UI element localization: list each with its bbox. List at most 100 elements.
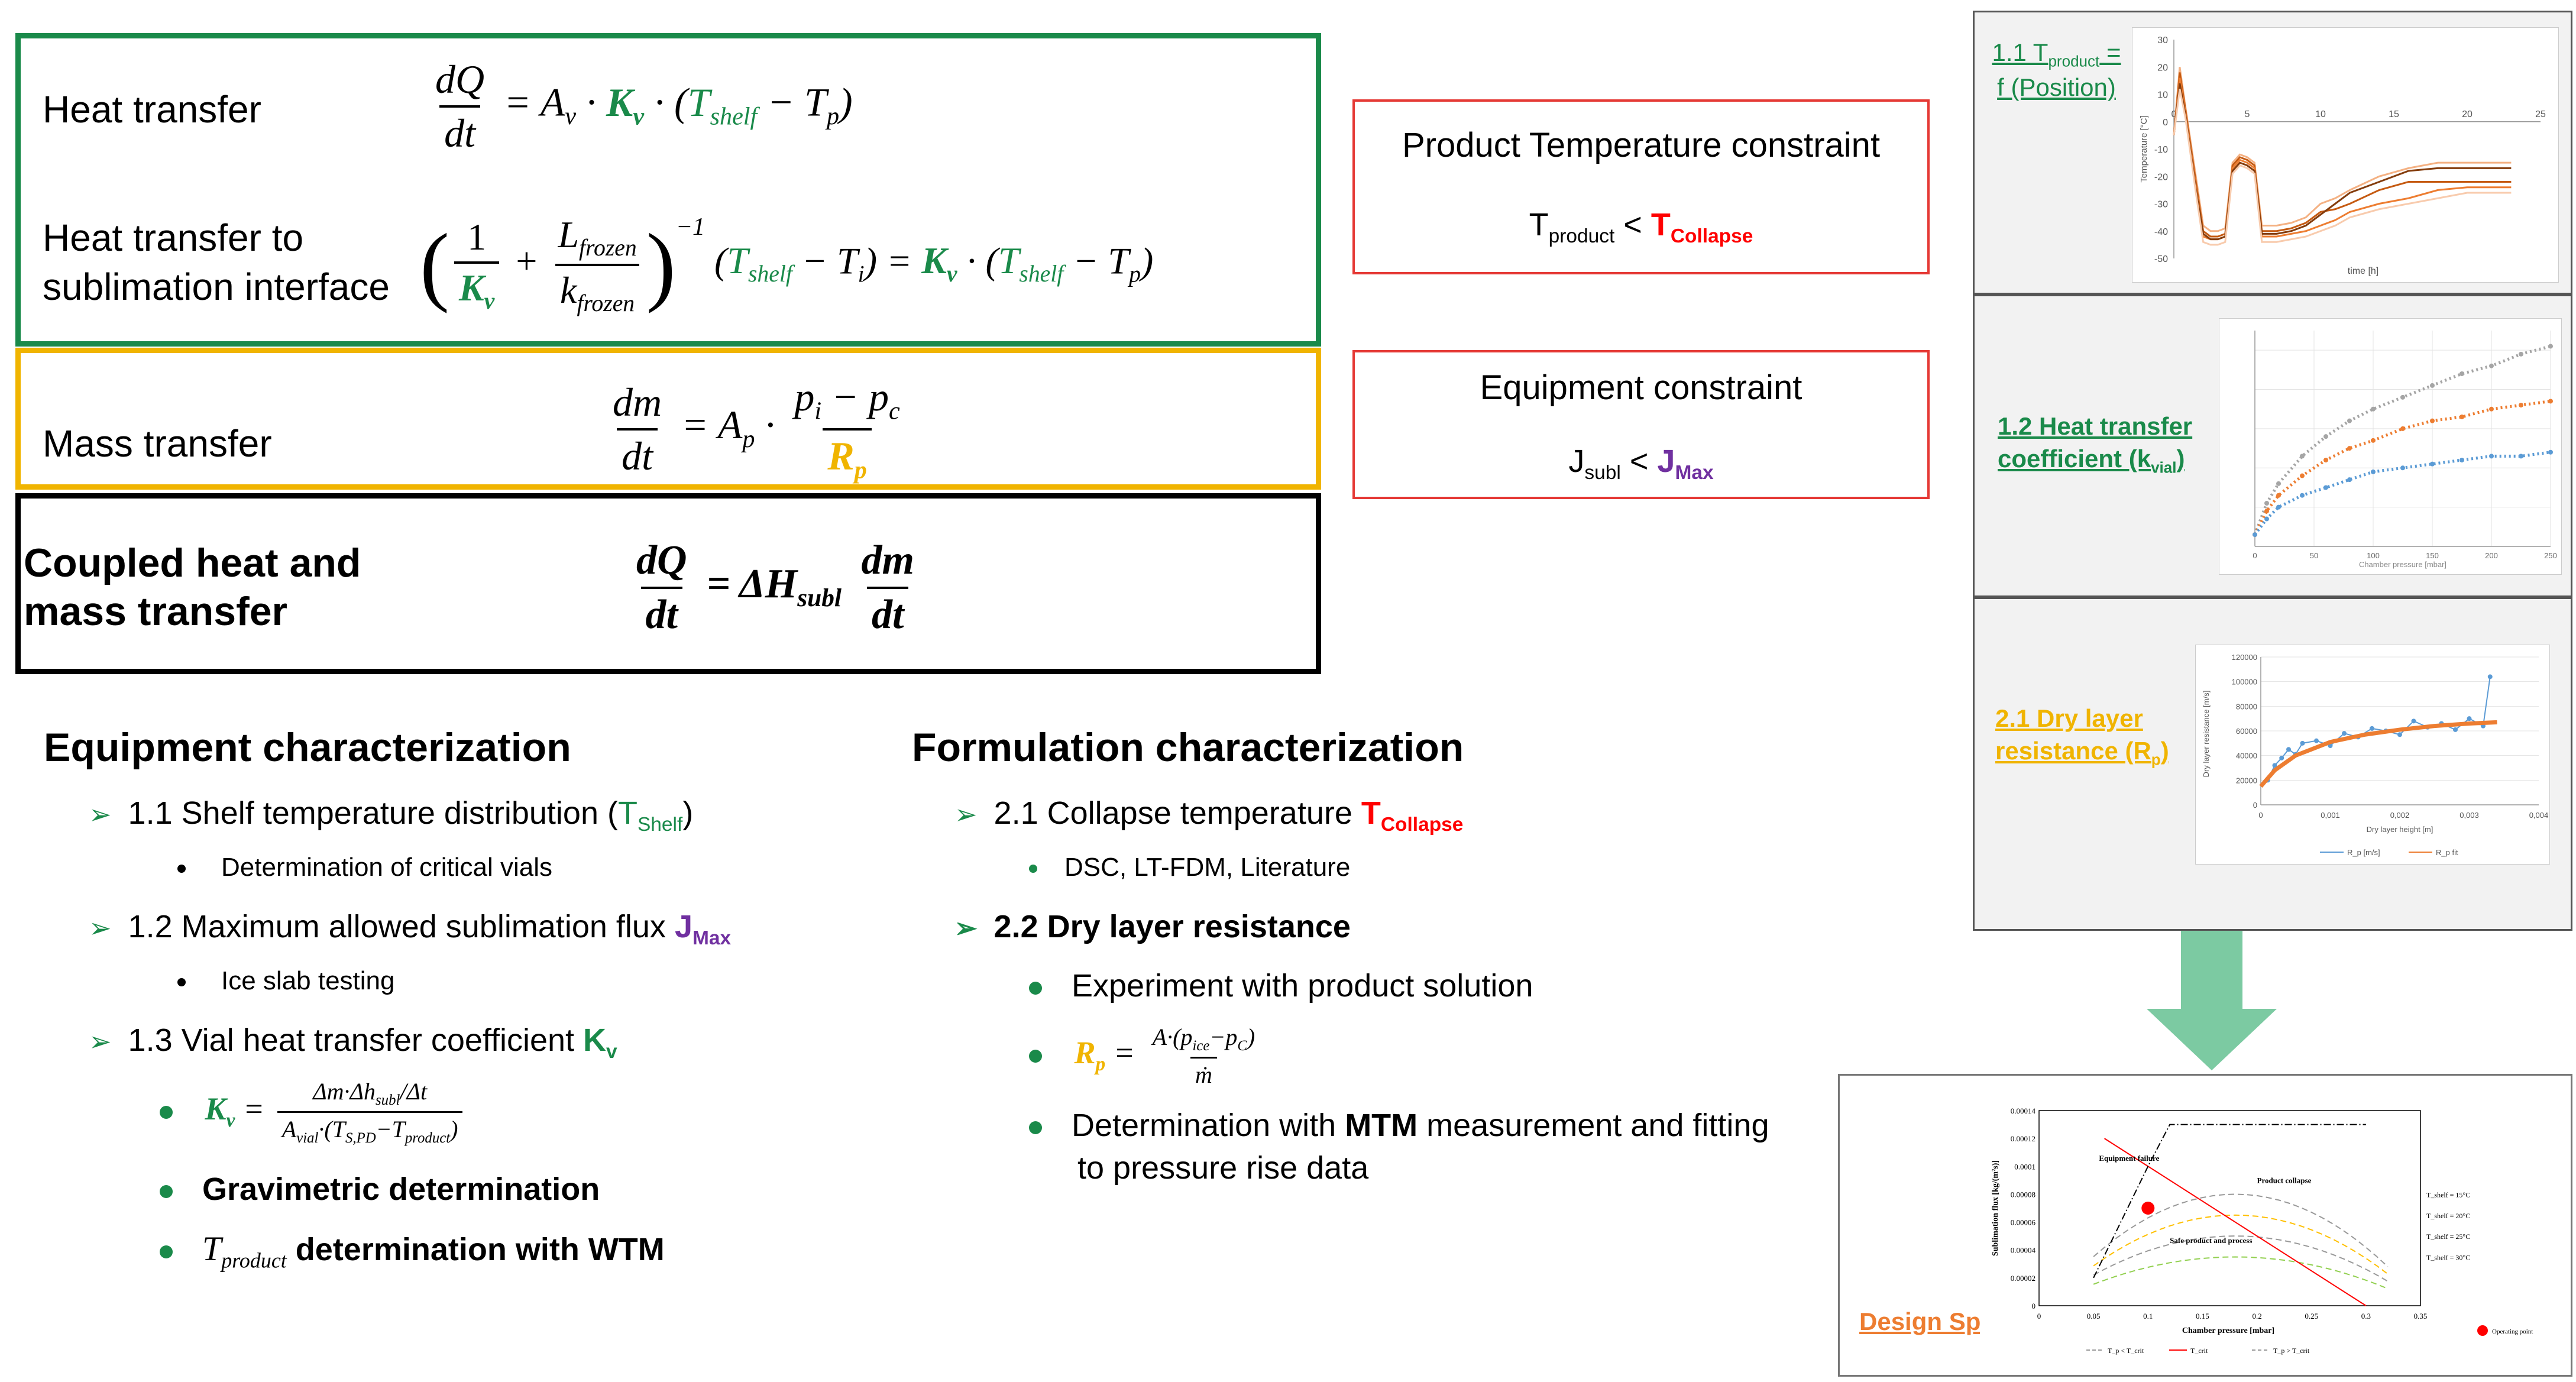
x-tick-label: 0: [2258, 811, 2263, 820]
heat-transfer-point: [2323, 458, 2328, 462]
x-tick-label: 10: [2315, 109, 2326, 119]
heat-transfer-point: [2400, 426, 2405, 431]
formulation-item-2: ➢2.2 Dry layer resistance: [954, 909, 1351, 944]
x-tick-label: 50: [2310, 551, 2318, 560]
heat-transfer-point: [2430, 461, 2435, 467]
formulation-heading: Formulation characterization: [912, 725, 1464, 770]
down-arrow-icon: [2147, 931, 2277, 1070]
heat-transfer-point: [2548, 449, 2553, 455]
y-tick-label: 10: [2157, 90, 2168, 101]
temperature-series-line: [2173, 72, 2512, 238]
y-tick-label: -10: [2154, 145, 2168, 155]
heat-transfer-point: [2276, 504, 2281, 510]
y-tick-label: 100000: [2232, 678, 2257, 687]
mass-transfer-label: Mass transfer: [43, 422, 272, 465]
y-axis-label: Sublimation flux [kg/(m²s)]: [1991, 1160, 2000, 1256]
operating-point-legend-label: Operating point: [2492, 1328, 2533, 1335]
heat-transfer-point: [2430, 383, 2435, 388]
dot-bullet-icon: [1029, 981, 1042, 995]
x-tick-label: 25: [2535, 109, 2546, 119]
y-tick-label: -20: [2154, 172, 2168, 182]
y-tick-label: 0: [2163, 118, 2168, 128]
x-tick-label: 250: [2544, 551, 2557, 560]
heat-transfer-box: [15, 33, 1321, 347]
y-tick-label: 40000: [2236, 752, 2257, 760]
legend-label: T_crit: [2190, 1347, 2208, 1355]
coupled-box: [15, 493, 1321, 674]
x-tick-label: 20: [2462, 109, 2473, 119]
heat-transfer-point: [2323, 485, 2328, 490]
rp-point: [2279, 755, 2284, 760]
shelf-temperature-label: T_shelf = 25°C: [2426, 1232, 2470, 1241]
legend-label: T_p > T_crit: [2273, 1347, 2310, 1355]
rp-point: [2487, 674, 2493, 679]
heat-transfer-point: [2519, 403, 2523, 408]
equipment-item-2: ➢1.2 Maximum allowed sublimation flux JM…: [89, 909, 732, 949]
rp-point: [2370, 726, 2374, 731]
x-tick-label: 0,001: [2321, 811, 2340, 820]
dot-bullet-icon: [160, 1184, 173, 1198]
shelf-temperature-label: T_shelf = 30°C: [2426, 1254, 2470, 1262]
rp-point: [2314, 738, 2319, 743]
mass-transfer-box: [15, 348, 1321, 490]
heat-interface-label-1: Heat transfer to: [43, 216, 304, 259]
y-tick-label: 0.00004: [2011, 1246, 2036, 1255]
design-space-chart: 0.000140.000120.00010.000080.000060.0000…: [1980, 1099, 2565, 1359]
heat-transfer-point: [2548, 399, 2553, 404]
arrow-bullet-icon: ➢: [954, 799, 978, 830]
heat-transfer-series-line: [2253, 345, 2551, 535]
shelf-temperature-curve: [2093, 1256, 2389, 1290]
heat-transfer-point: [2460, 415, 2464, 419]
y-tick-label: 0: [2253, 801, 2257, 810]
rp-point: [2467, 716, 2472, 721]
heat-transfer-point: [2347, 477, 2352, 483]
heat-transfer-point: [2323, 434, 2328, 439]
x-tick-label: 0.05: [2087, 1312, 2101, 1320]
shelf-temperature-label: T_shelf = 20°C: [2426, 1212, 2470, 1220]
heat-transfer-point: [2300, 454, 2305, 459]
coupled-label-1: Coupled heat and: [24, 540, 361, 585]
legend-rp-label: R_p [m/s]: [2347, 848, 2380, 857]
equipment-item-3: ➢1.3 Vial heat transfer coefficient Kv: [89, 1022, 617, 1063]
equipment-bullet-wtm: Tproduct determination with WTM: [160, 1229, 665, 1273]
heat-transfer-point: [2371, 438, 2376, 443]
equipment-item-2-detail: Ice slab testing: [177, 966, 395, 996]
rp-point: [2286, 747, 2291, 752]
formulation-bullet-1: Experiment with product solution: [1029, 967, 1533, 1004]
annotation-product-collapse: Product collapse: [2257, 1176, 2312, 1185]
x-tick-label: 0,003: [2460, 811, 2479, 820]
heat-transfer-point: [2347, 446, 2352, 451]
operating-point-legend-icon: [2477, 1325, 2488, 1336]
shelf-temperature-label: T_shelf = 15°C: [2426, 1190, 2470, 1199]
heat-transfer-point: [2430, 418, 2435, 423]
y-tick-label: 0.00012: [2011, 1134, 2035, 1143]
panel-1-label[interactable]: 1.1 Tproduct =f (Position): [1992, 38, 2121, 102]
x-tick-label: 200: [2485, 551, 2498, 560]
legend-fit-label: R_p fit: [2436, 848, 2458, 857]
x-tick-label: 0: [2037, 1312, 2041, 1320]
y-tick-label: -30: [2154, 200, 2168, 210]
x-tick-label: 0.2: [2252, 1312, 2261, 1320]
rp-point: [2397, 732, 2402, 737]
dot-bullet-icon: [177, 978, 186, 987]
heat-transfer-point: [2276, 481, 2281, 486]
arrow-bullet-icon: ➢: [89, 912, 112, 943]
legend-label: T_p < T_crit: [2108, 1347, 2144, 1355]
y-tick-label: 80000: [2236, 702, 2257, 711]
x-axis-label: Chamber pressure [mbar]: [2359, 560, 2446, 569]
x-tick-label: 5: [2245, 109, 2250, 119]
shelf-temperature-curve: [2093, 1193, 2389, 1267]
dot-bullet-icon: [160, 1245, 173, 1258]
heat-transfer-point: [2489, 363, 2494, 368]
y-tick-label: 0.00008: [2011, 1190, 2035, 1199]
equipment-item-1-detail: Determination of critical vials: [177, 853, 552, 882]
x-tick-label: 0.15: [2196, 1312, 2209, 1320]
product-constraint-expression: Tproduct < TCollapse: [1529, 207, 1753, 247]
formulation-bullet-3: Determination with MTM measurement and f…: [1029, 1107, 1769, 1144]
